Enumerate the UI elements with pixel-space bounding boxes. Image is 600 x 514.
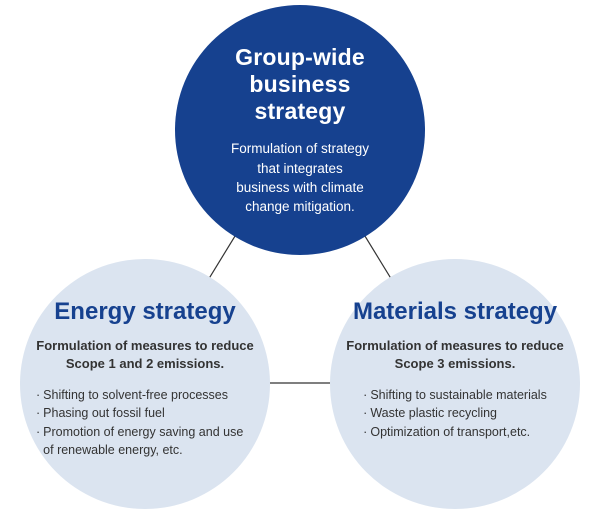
- materials-strategy-subtitle: Formulation of measures to reduce Scope …: [346, 338, 564, 372]
- materials-strategy-bullet-list: · Shifting to sustainable materials · Wa…: [363, 386, 547, 440]
- materials-bullet-item: · Shifting to sustainable materials: [363, 386, 547, 404]
- energy-strategy-circle: Energy strategy Formulation of measures …: [20, 259, 270, 509]
- bullet-dot-icon: ·: [36, 424, 41, 439]
- energy-bullet-text: Shifting to solvent-free processes: [43, 388, 228, 403]
- energy-bullet-item: · Shifting to solvent-free processes: [36, 386, 254, 404]
- group-strategy-circle: Group-wide business strategy Formulation…: [175, 5, 425, 255]
- group-strategy-title: Group-wide business strategy: [235, 44, 365, 125]
- bullet-dot-icon: ·: [363, 424, 368, 439]
- materials-strategy-title: Materials strategy: [352, 298, 558, 325]
- group-strategy-description: Formulation of strategy that integrates …: [230, 141, 370, 214]
- materials-bullet-text: Waste plastic recycling: [370, 406, 498, 421]
- materials-bullet-text: Optimization of transport,etc.: [370, 424, 531, 439]
- bullet-dot-icon: ·: [36, 406, 41, 421]
- energy-strategy-title: Energy strategy: [54, 298, 236, 325]
- bullet-dot-icon: ·: [363, 406, 368, 421]
- bullet-dot-icon: ·: [36, 388, 41, 403]
- bullet-dot-icon: ·: [363, 388, 368, 403]
- energy-bullet-item: · Promotion of energy saving and use of …: [36, 423, 254, 459]
- energy-bullet-text: Promotion of energy saving and use of re…: [43, 424, 244, 457]
- energy-bullet-text: Phasing out fossil fuel: [43, 406, 165, 421]
- energy-bullet-item: · Phasing out fossil fuel: [36, 404, 254, 422]
- energy-strategy-subtitle: Formulation of measures to reduce Scope …: [36, 338, 254, 372]
- materials-bullet-item: · Optimization of transport,etc.: [363, 423, 547, 441]
- materials-bullet-text: Shifting to sustainable materials: [370, 388, 547, 403]
- energy-strategy-bullet-list: · Shifting to solvent-free processes · P…: [36, 386, 254, 459]
- materials-bullet-item: · Waste plastic recycling: [363, 404, 547, 422]
- materials-strategy-circle: Materials strategy Formulation of measur…: [330, 259, 580, 509]
